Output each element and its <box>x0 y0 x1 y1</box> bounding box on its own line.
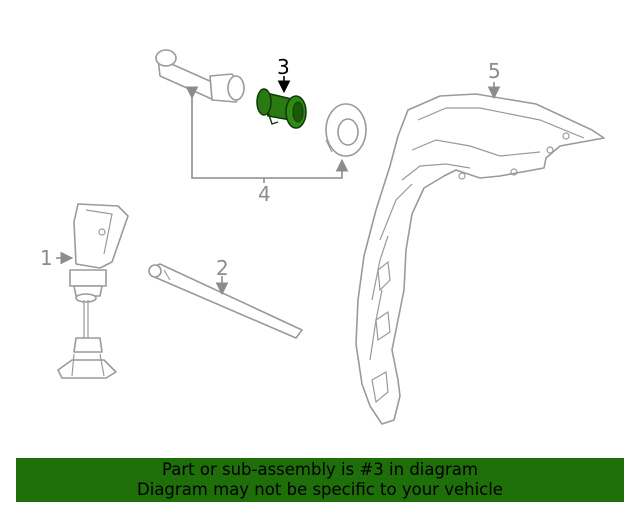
info-banner: Part or sub-assembly is #3 in diagram Di… <box>16 458 624 502</box>
part-3-cap[interactable] <box>256 88 307 129</box>
part-5-panel[interactable] <box>355 93 605 425</box>
callout-4-bracket <box>185 86 349 183</box>
callout-1-label: 1 <box>40 246 53 270</box>
part-4-handle[interactable] <box>155 49 245 103</box>
part-1-jack[interactable] <box>57 203 129 379</box>
banner-line-1: Part or sub-assembly is #3 in diagram <box>162 460 478 479</box>
banner-line-2: Diagram may not be specific to your vehi… <box>137 480 503 499</box>
part-4-ring[interactable] <box>325 103 367 157</box>
callout-4-label: 4 <box>258 182 271 206</box>
callout-3-label: 3 <box>277 55 290 79</box>
callout-2-label: 2 <box>216 256 229 280</box>
part-2-rod[interactable] <box>148 263 303 339</box>
callout-5-label: 5 <box>488 59 501 83</box>
